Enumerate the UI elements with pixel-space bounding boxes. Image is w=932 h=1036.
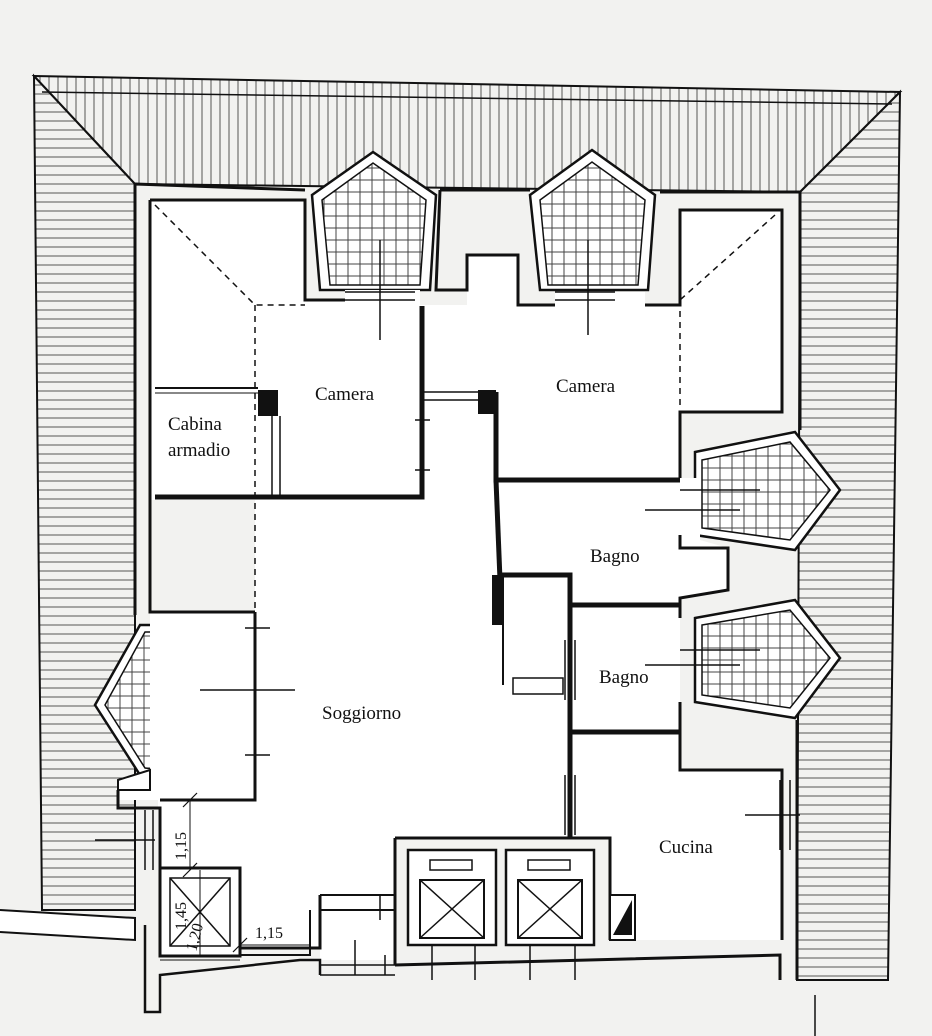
interior [0,182,802,1014]
dormer-right-lower [693,598,842,720]
dormer-left [310,150,438,292]
dim-label-1: 1,15 [173,832,190,860]
label-cucina: Cucina [659,837,713,858]
dormer-right [528,148,657,292]
dimension-lines [160,792,310,961]
label-bagno-lower: Bagno [599,667,649,688]
label-camera-right: Camera [556,376,616,397]
label-armadio: armadio [168,440,230,461]
elevator-right [504,848,596,947]
dormer-right-upper [693,430,842,552]
label-camera-left: Camera [315,384,375,405]
dim-label-2: 1,45 [173,902,190,930]
label-bagno-upper: Bagno [590,546,640,567]
dim-label-4: 1,15 [255,925,283,942]
label-cabina: Cabina [168,414,222,435]
window-marks [95,240,816,1036]
label-soggiorno: Soggiorno [322,703,401,724]
dim-label-3: 1,20 [183,922,207,953]
elevator-left [406,848,498,947]
